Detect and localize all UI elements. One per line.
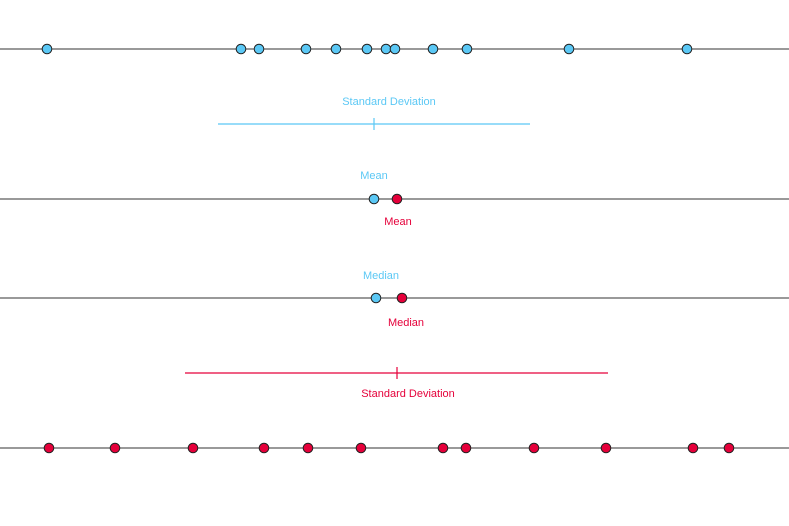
red-median-point bbox=[396, 292, 408, 304]
red-data-point bbox=[109, 442, 121, 454]
blue-sd-label: Standard Deviation bbox=[342, 96, 436, 108]
red-data-point bbox=[437, 442, 449, 454]
blue-data-point bbox=[300, 43, 312, 55]
blue-data-point bbox=[681, 43, 693, 55]
red-sd-bar bbox=[185, 367, 608, 379]
red-data-point bbox=[600, 442, 612, 454]
blue-median-label: Median bbox=[363, 270, 399, 282]
blue-data-point bbox=[427, 43, 439, 55]
blue-data-point bbox=[361, 43, 373, 55]
blue-median-point bbox=[370, 292, 382, 304]
red-mean-point bbox=[391, 193, 403, 205]
blue-data-point bbox=[389, 43, 401, 55]
blue-data-point bbox=[563, 43, 575, 55]
blue-data-point bbox=[461, 43, 473, 55]
red-data-point bbox=[723, 442, 735, 454]
data-points-layer bbox=[41, 43, 735, 454]
red-sd-label: Standard Deviation bbox=[361, 388, 455, 400]
blue-data-point bbox=[253, 43, 265, 55]
red-data-point bbox=[302, 442, 314, 454]
red-median-label: Median bbox=[388, 317, 424, 329]
red-data-point bbox=[687, 442, 699, 454]
blue-mean-label: Mean bbox=[360, 170, 388, 182]
red-data-point bbox=[43, 442, 55, 454]
red-mean-label: Mean bbox=[384, 216, 412, 228]
blue-mean-point bbox=[368, 193, 380, 205]
blue-data-point bbox=[380, 43, 392, 55]
blue-sd-bar bbox=[218, 118, 530, 130]
blue-data-point bbox=[330, 43, 342, 55]
blue-data-point bbox=[235, 43, 247, 55]
blue-data-point bbox=[41, 43, 53, 55]
red-data-point bbox=[528, 442, 540, 454]
red-data-point bbox=[355, 442, 367, 454]
red-data-point bbox=[258, 442, 270, 454]
red-data-point bbox=[187, 442, 199, 454]
red-data-point bbox=[460, 442, 472, 454]
